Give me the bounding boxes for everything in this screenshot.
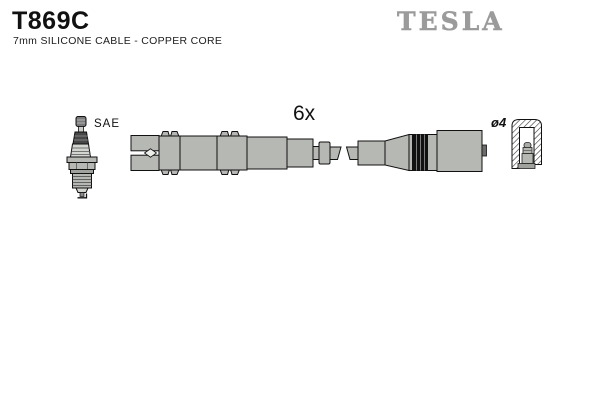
- spark-plug-drawing: [66, 116, 98, 199]
- inner-terminal: [517, 142, 536, 169]
- boot-shell-section: [511, 119, 542, 169]
- diameter-label: ø4: [491, 115, 507, 130]
- cable-break-right: [345, 146, 359, 160]
- cable-rear-body: [246, 136, 288, 170]
- ignition-cable-drawing: [130, 130, 487, 175]
- connector-cross-section: [511, 119, 542, 169]
- cable-plug-boot: [357, 130, 487, 172]
- sae-label: SAE: [94, 118, 120, 130]
- cable-body-section: [179, 135, 218, 171]
- cable-clip-section-1: [158, 131, 181, 175]
- quantity-label: 6x: [293, 102, 316, 125]
- cable-clip-section-2: [216, 131, 248, 175]
- product-subtitle: 7mm SILICONE CABLE - COPPER CORE: [13, 35, 223, 47]
- tesla-brand-logo: TESLA: [397, 7, 505, 37]
- cable-rear-body-step: [286, 138, 314, 168]
- cable-break-left: [329, 146, 342, 160]
- cable-socket-end: [130, 135, 160, 171]
- part-number: T869C: [12, 7, 90, 35]
- spark-plug-terminal: [75, 116, 87, 127]
